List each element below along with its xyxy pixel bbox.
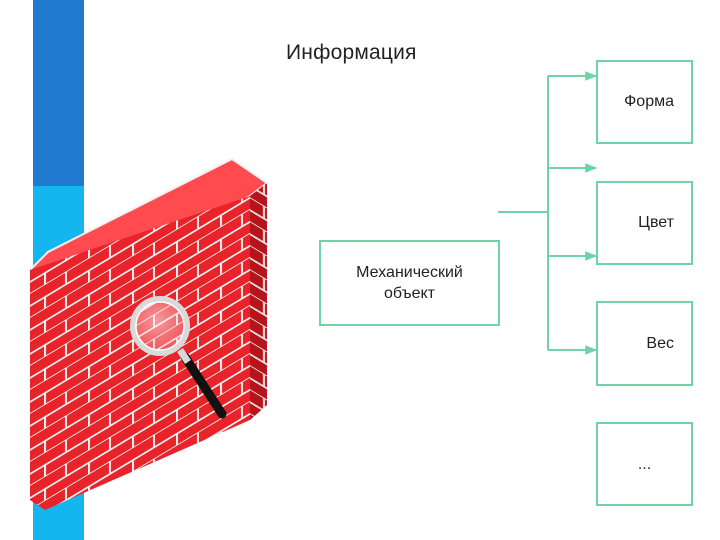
property-label-color: Цвет [638,214,674,231]
slide-title: Информация [286,41,417,64]
property-box-form: Форма [596,60,693,144]
property-box-weight: Вес [596,301,693,386]
property-box-more: ... [596,422,693,506]
mechanical-object-label: Механический объект [356,264,463,302]
property-box-color: Цвет [596,181,693,265]
property-label-weight: Вес [646,334,674,352]
mechanical-object-box: Механический объект [319,240,500,326]
property-label-form: Форма [624,93,674,110]
property-label-more: ... [637,455,652,473]
wall-front [30,196,250,510]
wall-side [250,183,267,420]
accent-stripe-dark [33,0,84,186]
magnifier-icon [130,296,227,419]
